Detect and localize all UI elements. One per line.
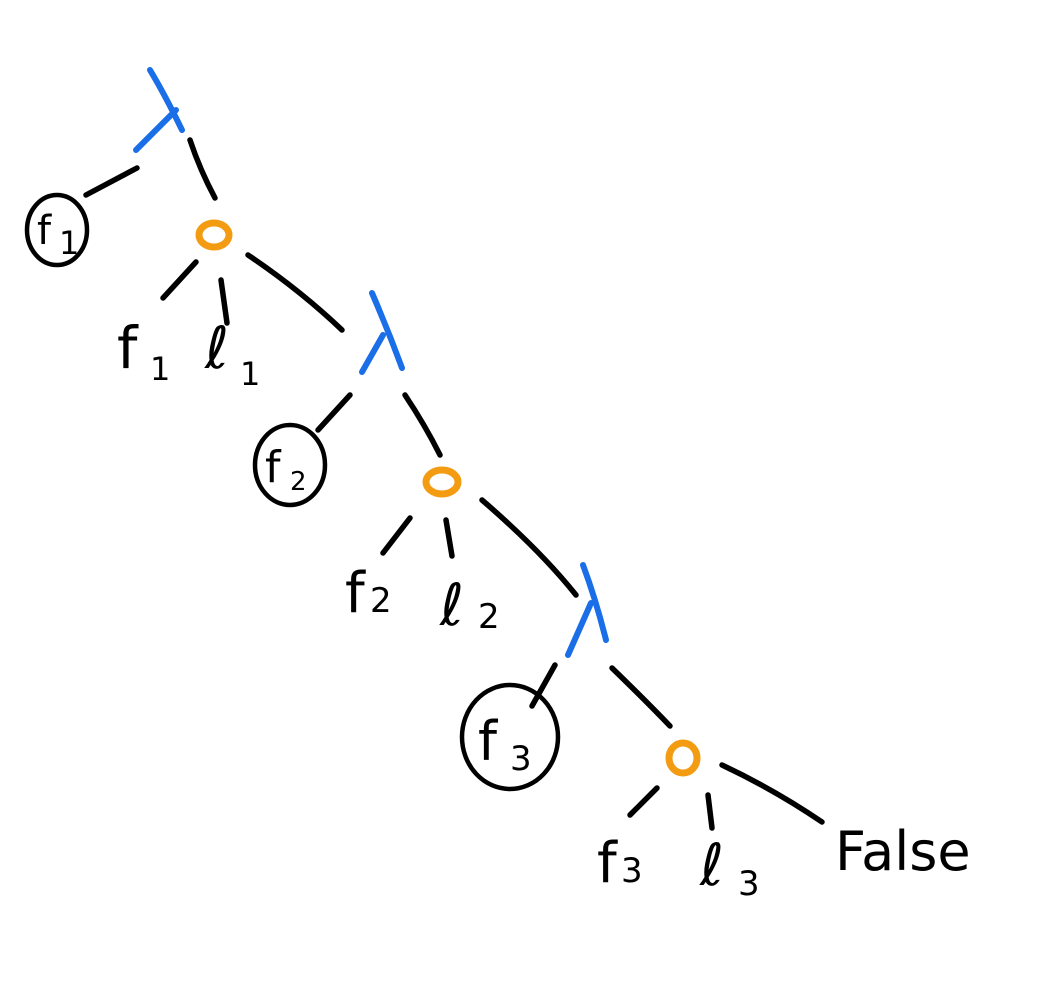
leaf-left-2: f 2	[345, 561, 392, 626]
level-1: f 1 f 1 ℓ 1	[24, 67, 345, 393]
circled-function-1-base: f	[37, 208, 52, 254]
circled-function-2-sub: 2	[290, 467, 307, 497]
leaf-middle-1-sub: 1	[240, 355, 260, 393]
terminal-false-label: False	[835, 820, 971, 883]
circled-function-2: f 2	[252, 422, 328, 508]
leaf-middle-1-base: ℓ	[204, 314, 229, 382]
compose-node-2	[422, 466, 462, 498]
leaf-left-3-base: f	[597, 831, 618, 896]
edge-compose2-next	[479, 497, 579, 598]
leaf-left-2-base: f	[345, 561, 366, 626]
leaf-middle-1: ℓ 1	[204, 314, 260, 393]
circled-function-3-sub: 3	[510, 739, 532, 779]
leaf-middle-2: ℓ 2	[439, 571, 500, 639]
edge-compose1-middle	[218, 277, 230, 326]
edge-compose2-left	[380, 515, 413, 556]
circled-function-1: f 1	[24, 192, 90, 268]
circled-function-1-sub: 1	[59, 224, 79, 262]
edge-compose3-terminal	[719, 762, 825, 825]
circled-function-2-base: f	[265, 442, 282, 493]
leaf-middle-3-base: ℓ	[699, 831, 724, 899]
leaf-left-1: f 1	[117, 314, 170, 388]
leaf-middle-3-sub: 3	[738, 864, 760, 904]
leaf-middle-2-sub: 2	[478, 597, 500, 637]
compose-node-1	[195, 219, 233, 251]
leaf-left-3: f 3	[597, 831, 643, 896]
edge-lambda2-circled	[315, 392, 353, 433]
edge-compose1-next	[245, 252, 345, 333]
edge-lambda3-compose	[609, 665, 673, 729]
leaf-left-3-sub: 3	[621, 851, 643, 891]
lambda-node-3	[565, 562, 609, 658]
edge-compose1-left	[160, 259, 199, 301]
compose-node-3	[665, 739, 701, 777]
edge-lambda2-compose	[402, 392, 443, 458]
edge-lambda3-circled	[529, 662, 558, 709]
edge-compose3-left	[627, 785, 660, 818]
leaf-middle-2-base: ℓ	[439, 571, 464, 639]
leaf-left-1-base: f	[117, 314, 139, 382]
circled-function-3-base: f	[478, 710, 499, 773]
leaf-left-2-sub: 2	[370, 581, 392, 621]
edge-lambda1-circled	[83, 165, 140, 198]
edge-compose2-middle	[443, 517, 455, 559]
lambda-node-2	[359, 290, 405, 375]
level-3: f 3 f 3 ℓ 3 False	[459, 562, 971, 904]
leaf-left-1-sub: 1	[150, 350, 170, 388]
lambda-node-1	[133, 67, 185, 153]
edge-compose3-middle	[705, 792, 715, 831]
edge-lambda1-compose	[187, 137, 218, 201]
level-2: f 2 f 2 ℓ 2	[252, 290, 579, 639]
leaf-middle-3: ℓ 3	[699, 831, 760, 904]
circled-function-3: f 3	[459, 682, 561, 792]
